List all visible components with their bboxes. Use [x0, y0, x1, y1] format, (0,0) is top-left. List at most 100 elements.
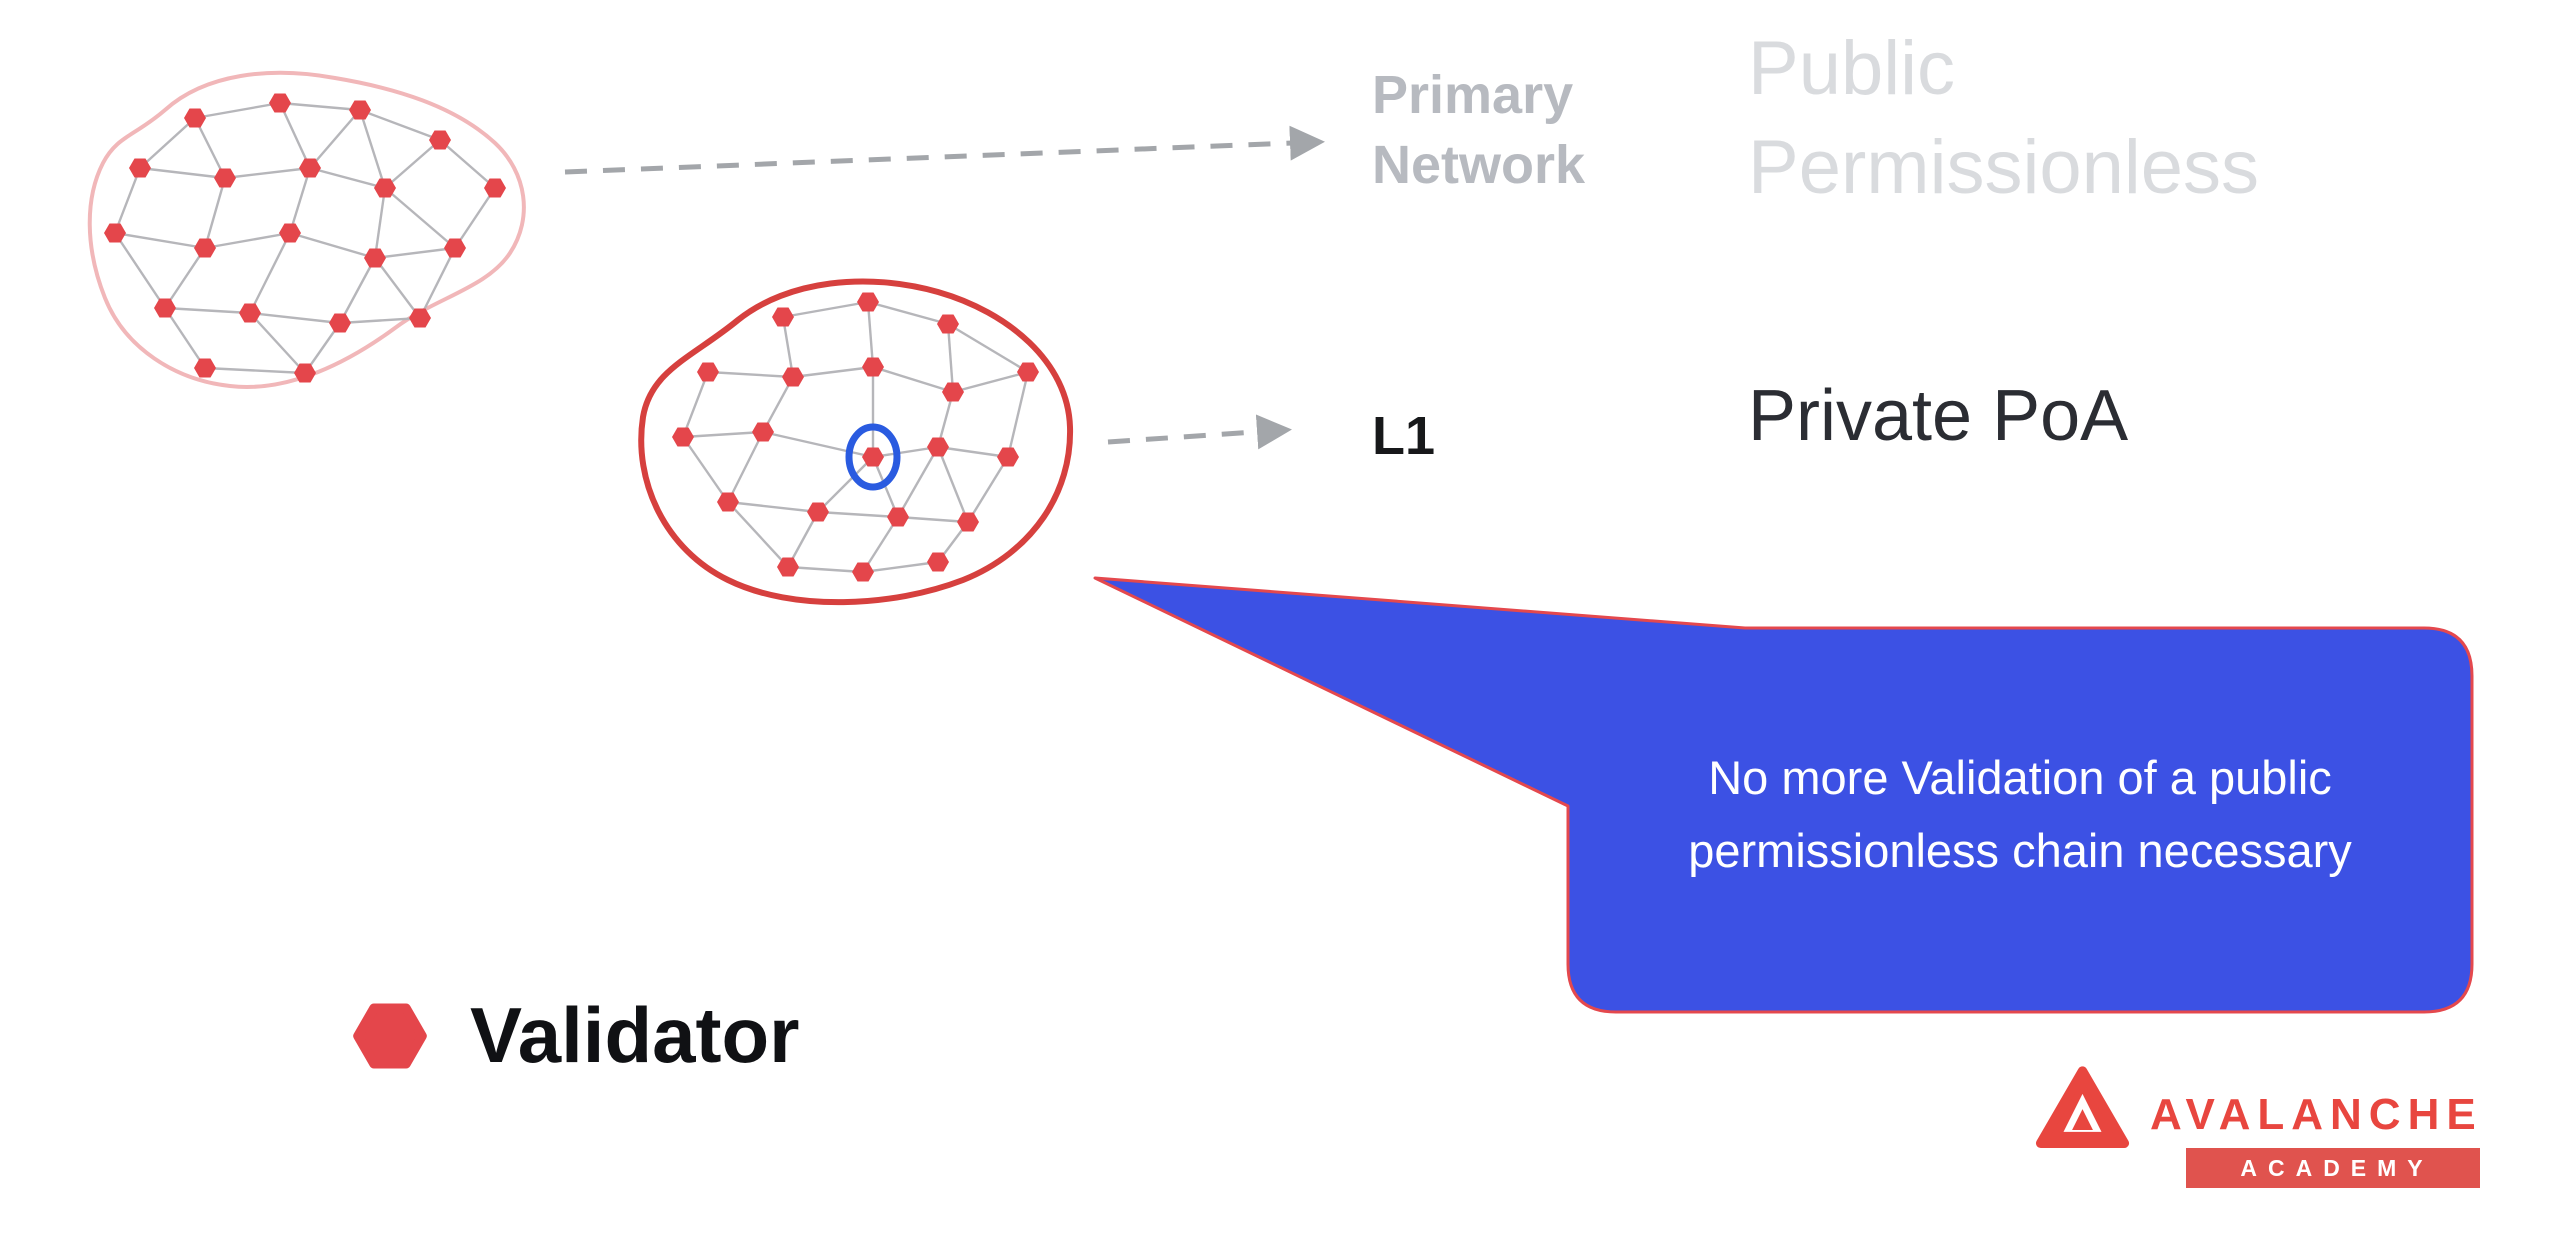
network-edge — [373, 187, 387, 259]
validator-node-icon — [957, 512, 979, 532]
validator-node-icon — [717, 492, 739, 512]
network-edge — [248, 232, 292, 314]
validator-node-icon — [129, 158, 151, 178]
network-edge — [204, 231, 291, 250]
network-edge — [454, 187, 496, 249]
private-poa-label: Private PoA — [1748, 376, 2129, 456]
validator-hexagon-icon — [353, 1003, 427, 1068]
network-edge — [817, 510, 899, 519]
network-edge — [224, 166, 311, 180]
network-edge — [359, 108, 441, 142]
network-edge — [817, 456, 874, 513]
validator-node-icon — [772, 307, 794, 327]
primary-network-outline — [87, 70, 526, 389]
network-edge — [249, 311, 341, 325]
validator-node-icon — [857, 292, 879, 312]
callout-line: permissionless chain necessary — [1688, 823, 2352, 877]
validator-node-icon — [349, 100, 371, 120]
validator-node-icon — [852, 562, 874, 582]
network-edge — [358, 109, 387, 189]
l1-arrow — [1107, 414, 1292, 450]
network-edge — [781, 316, 795, 378]
network-edge — [872, 445, 939, 459]
validator-node-icon — [997, 447, 1019, 467]
network-edge — [762, 430, 874, 459]
label-line: Permissionless — [1748, 124, 2260, 210]
network-edge — [278, 102, 312, 169]
validator-node-icon — [214, 168, 236, 188]
network-edge — [782, 300, 869, 319]
network-edge — [896, 446, 940, 518]
network-edge — [374, 257, 421, 319]
network-edge — [279, 101, 361, 112]
callout-line: No more Validation of a public — [1708, 751, 2332, 804]
network-edge — [249, 312, 306, 374]
primary-network-arrow — [564, 125, 1325, 175]
network-edge — [164, 307, 206, 369]
validator-node-icon — [269, 93, 291, 113]
network-edge — [681, 371, 710, 438]
network-edge — [897, 515, 969, 524]
l1-network-graph — [638, 278, 1074, 606]
network-edge — [384, 139, 441, 189]
validator-node-icon — [942, 382, 964, 402]
network-edge — [867, 300, 949, 326]
academy-badge: ACADEMY — [2186, 1148, 2480, 1188]
validator-node-icon — [374, 178, 396, 198]
network-edge — [309, 166, 386, 190]
l1-label: L1 — [1372, 406, 1436, 466]
network-edge — [936, 446, 970, 523]
network-edge — [193, 117, 227, 179]
network-edge — [862, 560, 939, 574]
network-edge — [114, 232, 166, 309]
validator-node-icon — [752, 422, 774, 442]
validator-node-icon — [194, 238, 216, 258]
network-edge — [418, 247, 457, 319]
network-edge — [139, 166, 226, 180]
validator-legend-label: Validator — [470, 991, 800, 1079]
validator-node-icon — [279, 223, 301, 243]
validator-node-icon — [777, 557, 799, 577]
validator-node-icon — [927, 437, 949, 457]
network-edge — [164, 247, 206, 309]
network-edge — [861, 516, 900, 573]
network-edge — [113, 167, 142, 234]
network-edge — [707, 370, 794, 379]
validator-node-icon — [154, 298, 176, 318]
network-edge — [204, 366, 306, 375]
validator-node-icon — [329, 313, 351, 333]
network-edge — [194, 101, 281, 120]
network-edge — [787, 565, 864, 574]
network-edge — [792, 365, 874, 379]
public-permissionless-label: Public Permissionless — [1748, 20, 2259, 218]
network-edge — [966, 456, 1010, 523]
validator-node-icon — [1017, 362, 1039, 382]
validator-node-icon — [299, 158, 321, 178]
validator-node-icon — [194, 358, 216, 378]
network-edge — [727, 501, 789, 568]
validator-node-icon — [887, 507, 909, 527]
network-edge — [289, 231, 376, 260]
validator-node-icon — [429, 130, 451, 150]
network-edge — [164, 306, 251, 315]
network-edge — [309, 109, 361, 169]
network-edge — [947, 322, 1029, 374]
network-edge — [288, 167, 312, 234]
network-edge — [682, 436, 729, 503]
validator-legend: Validator — [350, 990, 799, 1081]
validator-node-icon — [807, 502, 829, 522]
network-edge — [384, 187, 456, 249]
validator-node-icon — [239, 303, 261, 323]
network-edge — [946, 323, 955, 393]
validator-node-icon — [184, 108, 206, 128]
network-edge — [374, 246, 456, 260]
validator-node-icon — [697, 362, 719, 382]
primary-network-label: Primary Network — [1372, 60, 1585, 200]
network-edge — [871, 456, 900, 518]
label-line: Primary — [1372, 65, 1574, 125]
validator-node-icon — [444, 238, 466, 258]
network-edge — [338, 257, 377, 324]
validator-node-icon — [409, 308, 431, 328]
validator-node-icon — [782, 367, 804, 387]
